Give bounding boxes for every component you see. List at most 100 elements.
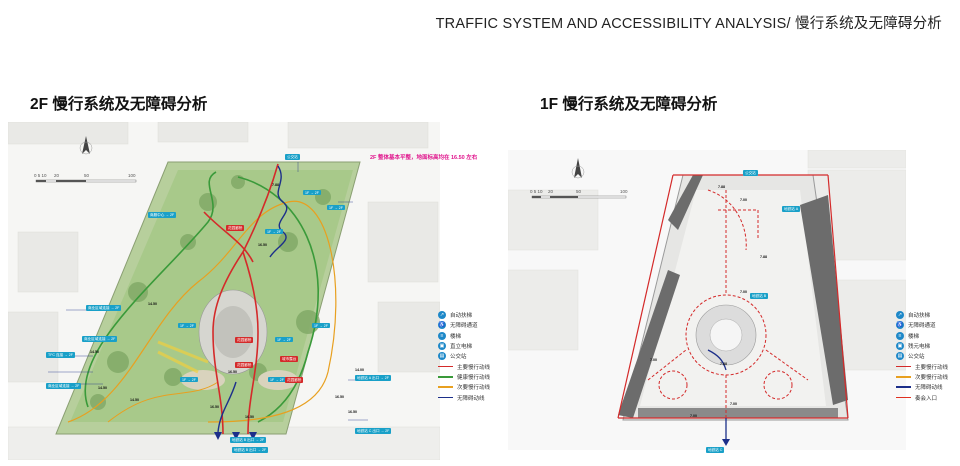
bridge-tag: 花园廊桥 <box>285 377 304 384</box>
elevation-label: 7.00 <box>650 358 657 362</box>
secondary-route <box>67 200 337 423</box>
escalator-icon: ↗ <box>896 311 904 320</box>
main-route <box>203 163 279 435</box>
route-tag: 商业区域连接 → 2F <box>86 305 122 312</box>
bridge-tag: 花园廊桥 <box>235 362 254 369</box>
legend-label: 主要慢行动线 <box>457 364 491 371</box>
legend-item: 无障碍动线 <box>896 382 948 392</box>
elevation-label: 14.50 <box>98 386 107 390</box>
elevation-label: 7.00 <box>690 414 697 418</box>
scale-label: 0 5 10 <box>34 173 47 178</box>
bridge-tag: 花园廊桥 <box>226 225 245 232</box>
legend-label: 楼梯 <box>450 333 462 340</box>
legend-swatch <box>438 396 453 399</box>
elevation-label: 14.00 <box>355 368 364 372</box>
wheelchair-icon: ♿ <box>438 321 446 330</box>
scale-label: 0 5 10 <box>530 189 543 194</box>
legend-label: 无障碍动线 <box>457 395 485 402</box>
elevation-label: 7.88 <box>272 183 279 187</box>
bus-stop-tag: 公交站 <box>285 154 300 161</box>
elevator-icon: ▣ <box>896 342 904 351</box>
legend-swatch <box>438 386 453 389</box>
scale-label: 50 <box>576 189 582 194</box>
route-tag: 商业区域连接 → 2F <box>82 336 118 343</box>
bus-icon: ▤ <box>896 352 904 361</box>
legend-label: 公交站 <box>450 354 467 361</box>
wheelchair-icon: ♿ <box>896 321 904 330</box>
legend-label: 楼梯 <box>908 333 920 340</box>
elevation-label: 14.50 <box>148 302 157 306</box>
legend-label: 健康慢行动线 <box>457 374 491 381</box>
elevation-label: 7.88 <box>760 255 767 259</box>
legend-item: ▤ 公交站 <box>896 351 948 361</box>
plan-2f-note: 2F 整体基本平整，地面标高均在 16.50 左右 <box>370 155 478 161</box>
route-tag: 1F → 2F <box>275 337 293 343</box>
legend-label: 直立电梯 <box>450 344 473 351</box>
scale-bar: 0 5 10 20 50 100 <box>530 189 628 199</box>
terrace-tag: 城市露台 <box>280 356 299 363</box>
route-tag: 1F → 2F <box>265 229 283 235</box>
legend-item: 主要慢行动线 <box>896 361 948 371</box>
route-tag: 1F → 2F <box>268 377 286 383</box>
legend-item: ♿ 无障碍通道 <box>438 320 490 330</box>
legend-item: ♿无障碍通道 <box>896 320 948 330</box>
scale-label: 20 <box>548 189 554 194</box>
plan-2f-title: 2F 慢行系统及无障碍分析 <box>30 96 208 113</box>
legend-label: 奏会入口 <box>915 395 938 402</box>
elevation-label: 16.50 <box>258 243 267 247</box>
legend-label: 无障碍通道 <box>450 323 478 330</box>
legend-swatch <box>438 365 453 368</box>
legend-item: ▣ 直立电梯 <box>438 341 490 351</box>
elevation-label: 16.50 <box>335 395 344 399</box>
legend-item: 健康慢行动线 <box>438 372 490 382</box>
plan-2f-map: 0 5 10 20 50 100 <box>8 122 440 460</box>
accessible-route <box>707 349 727 440</box>
legend-item: 无障碍动线 <box>438 392 490 402</box>
legend-swatch <box>896 396 911 399</box>
legend-label: 主要慢行动线 <box>915 364 949 371</box>
route-tag: 1F → 2F <box>327 205 345 211</box>
route-tag: 地铁站 C <box>706 447 725 454</box>
route-tag: 商业区域连接 → 2F <box>46 383 82 390</box>
plan-2f-legend: ↗自动扶梯 ♿ 无障碍通道 ≡ 楼梯 ▣ 直立电梯 ▤ 公交站 主要慢行动线 健康慢行动… <box>438 310 490 403</box>
legend-item: ↗自动扶梯 <box>438 310 490 320</box>
elevation-label: 16.50 <box>228 370 237 374</box>
plan-1f-title: 1F 慢行系统及无障碍分析 <box>540 96 718 113</box>
legend-label: 公交站 <box>908 354 925 361</box>
elevation-label: 7.88 <box>720 362 727 366</box>
elevation-label: 16.50 <box>245 415 254 419</box>
compass-icon <box>571 158 585 179</box>
legend-item: 次要慢行动线 <box>438 382 490 392</box>
elevation-label: 14.50 <box>90 350 99 354</box>
route-tag: TFC 连接 → 2F <box>46 352 75 359</box>
elevation-label: 7.00 <box>740 198 747 202</box>
elevator-icon: ▣ <box>438 342 446 351</box>
legend-item: ≡ 楼梯 <box>896 331 948 341</box>
route-tag: 地铁站 A <box>782 206 801 213</box>
secondary-route <box>647 189 809 418</box>
scale-bar: 0 5 10 20 50 100 <box>34 173 137 183</box>
legend-swatch <box>896 376 911 378</box>
health-route <box>84 171 319 423</box>
elevation-label: 14.50 <box>130 398 139 402</box>
legend-item: ▤ 公交站 <box>438 351 490 361</box>
legend-swatch <box>896 365 911 368</box>
stairs-icon: ≡ <box>438 331 446 340</box>
header-title: TRAFFIC SYSTEM AND ACCESSIBILITY ANALYSI… <box>435 16 942 32</box>
scale-label: 50 <box>84 173 90 178</box>
elevation-label: 16.50 <box>348 410 357 414</box>
stairs-icon: ≡ <box>896 331 904 340</box>
route-tag: 1F → 2F <box>312 323 330 329</box>
plan-1f-map: 0 5 10 20 50 100 <box>508 150 906 450</box>
route-tag: 地铁站 C 出口 → 2F <box>355 428 392 435</box>
legend-label: 次要慢行动线 <box>457 385 491 392</box>
accessible-route <box>217 165 288 433</box>
route-tag: 地铁站 A 出口 → 2F <box>355 375 391 382</box>
legend-label: 自动扶梯 <box>908 313 931 320</box>
bridge-tag: 花园廊桥 <box>235 337 254 344</box>
legend-label: 无障碍动线 <box>915 385 943 392</box>
scale-label: 100 <box>128 173 136 178</box>
bus-icon: ▤ <box>438 352 446 361</box>
legend-item: ≡ 楼梯 <box>438 331 490 341</box>
route-tag: 1F → 2F <box>180 377 198 383</box>
